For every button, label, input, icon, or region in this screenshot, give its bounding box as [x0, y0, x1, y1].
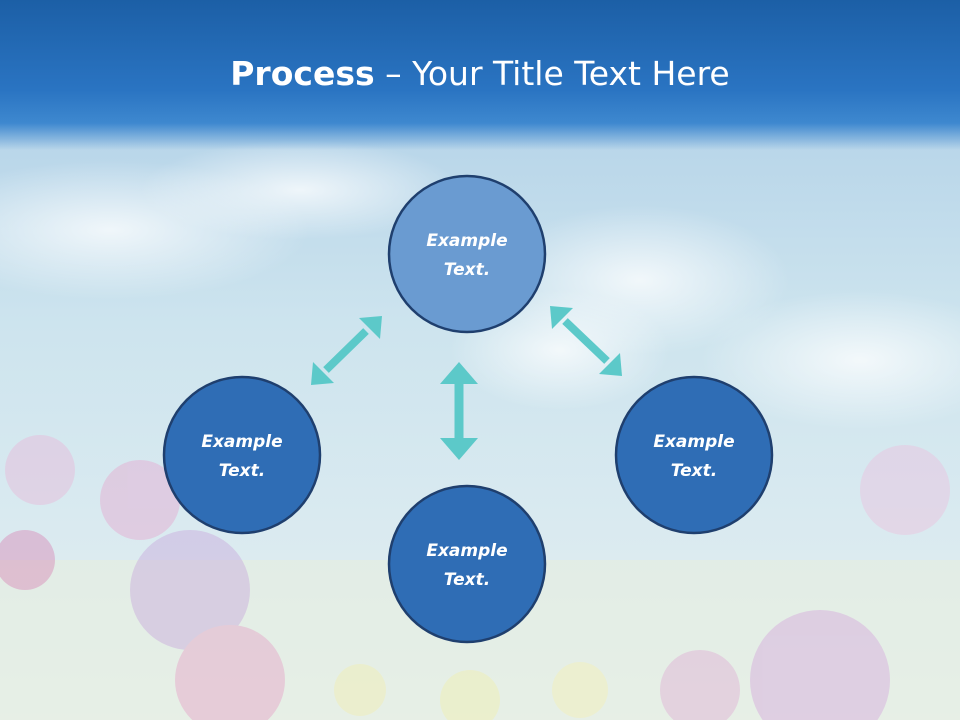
node-top-line1: Example [426, 231, 507, 251]
node-left: Example Text. [162, 375, 322, 535]
title-bar [0, 0, 960, 150]
arrow-top-left [311, 316, 382, 385]
node-bottom-line1: Example [426, 541, 507, 561]
title-bold: Process [230, 54, 375, 93]
arrow-top-right [550, 306, 622, 376]
node-bottom-line2: Text. [444, 570, 490, 590]
node-right: Example Text. [614, 375, 774, 535]
slide-title: Process – Your Title Text Here [0, 52, 960, 96]
node-left-line1: Example [201, 432, 282, 452]
node-bottom: Example Text. [387, 484, 547, 644]
arrow-vertical [440, 362, 478, 460]
node-right-line1: Example [653, 432, 734, 452]
node-left-line2: Text. [219, 461, 265, 481]
node-top-line2: Text. [444, 260, 490, 280]
node-right-line2: Text. [671, 461, 717, 481]
node-top: Example Text. [387, 174, 547, 334]
title-rest: Your Title Text Here [412, 54, 730, 93]
title-dash: – [374, 54, 413, 93]
